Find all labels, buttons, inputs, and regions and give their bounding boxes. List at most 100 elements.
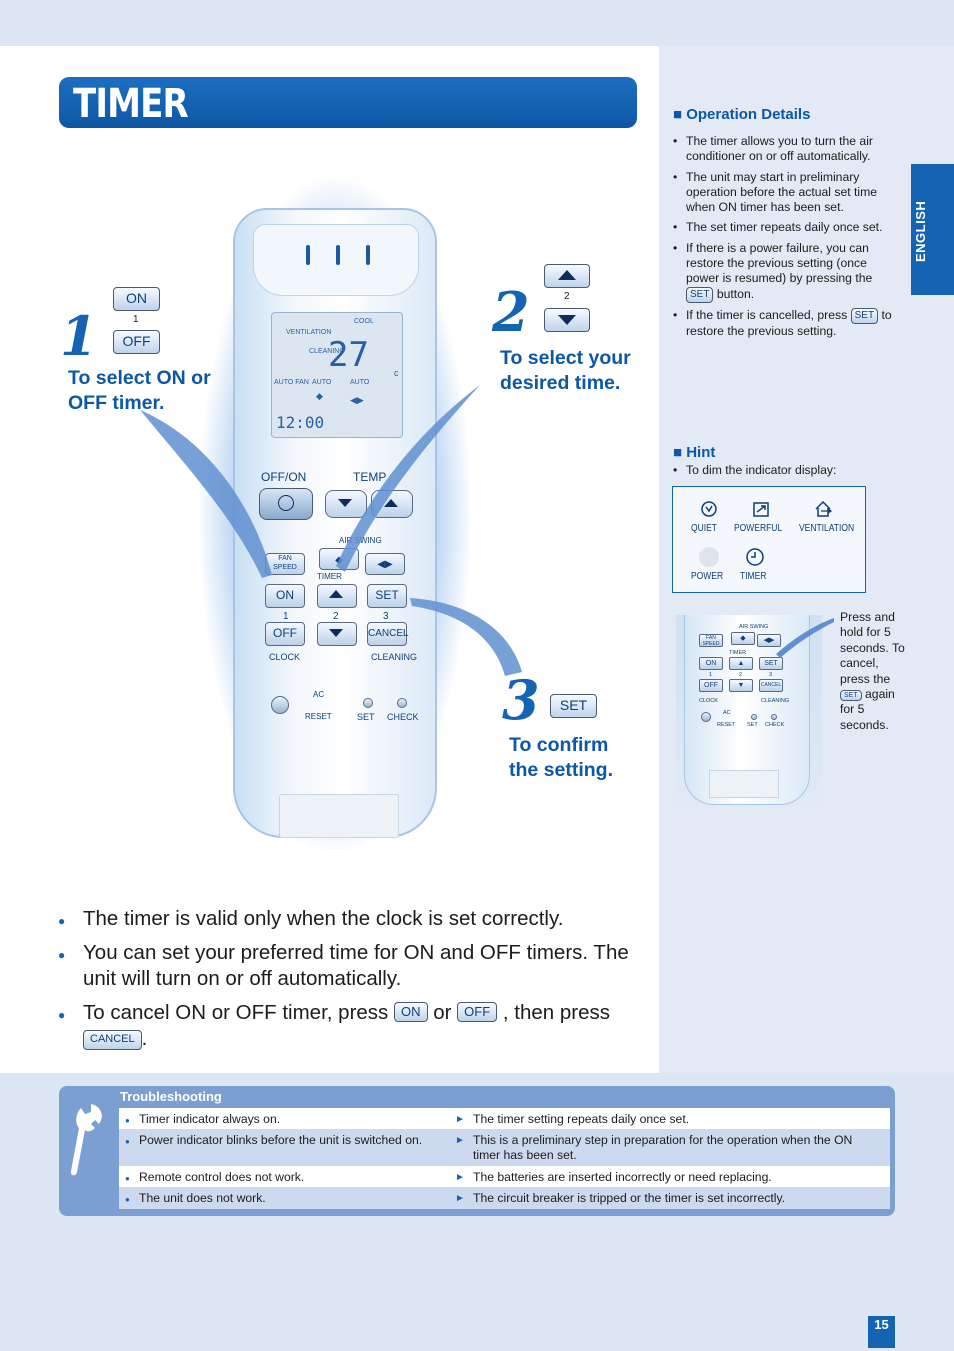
- lcd-display: COOL VENTILATION CLEANING 27 c AUTO FAN …: [271, 312, 403, 438]
- remote-label-off-on: OFF/ON: [261, 470, 307, 484]
- mini-check-button: [771, 714, 777, 720]
- step-1-number: 1: [60, 304, 98, 368]
- language-tab: ENGLISH: [911, 164, 954, 295]
- remote-label-reset: RESET: [305, 712, 332, 721]
- fan-speed-button[interactable]: FAN SPEED: [265, 553, 305, 575]
- hint-indicator-panel: QUIET POWERFUL VENTILATION POWER TIMER: [672, 486, 866, 593]
- quiet-icon: [701, 501, 717, 517]
- mini-remote-illustration: AIR SWING ◆ ◀▶ FAN SPEED TIMER ON ▲ SET …: [676, 615, 822, 820]
- remote-label-cleaning: CLEANING: [371, 652, 418, 662]
- step-1-on-key: ON: [113, 287, 160, 311]
- lcd-cool: COOL: [354, 318, 374, 325]
- step-3-set-key: SET: [550, 694, 597, 718]
- mini-index-2: 2: [739, 672, 743, 678]
- mini-label-timer: TIMER: [729, 650, 747, 656]
- trouble-row: Power indicator blinks before the unit i…: [119, 1129, 890, 1166]
- title-bar: TIMER: [59, 77, 637, 128]
- timer-up-button[interactable]: [317, 584, 357, 608]
- detail-item-2: The unit may start in preliminary operat…: [673, 170, 895, 216]
- lcd-unit: c: [394, 368, 399, 378]
- air-swing-vertical-button[interactable]: ◆: [319, 548, 359, 570]
- step-3-number: 3: [502, 668, 540, 732]
- step-2-down-key: [544, 308, 590, 332]
- operation-details-heading: ■ Operation Details: [673, 106, 811, 123]
- trouble-row: Timer indicator always on. The timer set…: [119, 1108, 890, 1129]
- hint-heading: ■ Hint: [673, 444, 716, 461]
- remote-index-3: 3: [383, 611, 389, 622]
- trouble-row: Remote control does not work. The batter…: [119, 1166, 890, 1187]
- mini-up-button: ▲: [729, 657, 753, 670]
- mini-label-clock: CLOCK: [699, 698, 718, 704]
- mini-battery-cover: [709, 770, 779, 798]
- page-title: TIMER: [73, 81, 189, 127]
- timer-set-button[interactable]: SET: [367, 584, 407, 608]
- remote-label-set: SET: [357, 712, 375, 722]
- remote-label-air-swing: AIR SWING: [339, 536, 382, 545]
- mini-cancel-button: CANCEL: [759, 679, 783, 692]
- timer-label: TIMER: [740, 571, 767, 582]
- power-icon: [278, 495, 294, 511]
- power-button[interactable]: [259, 488, 313, 520]
- timer-cancel-button[interactable]: CANCEL: [367, 622, 409, 646]
- mini-label-check: CHECK: [765, 722, 785, 728]
- remote-label-check: CHECK: [387, 712, 419, 722]
- note-3: To cancel ON or OFF timer, press ON or O…: [58, 1000, 648, 1052]
- inline-cancel-key: CANCEL: [83, 1030, 142, 1050]
- temp-down-button[interactable]: [325, 490, 367, 518]
- lcd-temperature: 27: [328, 335, 369, 375]
- ventilation-label: VENTILATION: [799, 523, 855, 534]
- mini-index-1: 1: [709, 672, 713, 678]
- remote-index-2: 2: [333, 611, 339, 622]
- check-button[interactable]: [397, 698, 407, 708]
- lcd-auto: AUTO: [312, 379, 332, 386]
- ventilation-icon: [815, 500, 833, 517]
- lcd-auto-swing: AUTO: [350, 379, 370, 386]
- page-number: 15: [868, 1316, 895, 1348]
- inline-on-key: ON: [394, 1002, 428, 1022]
- power-indicator-icon: [699, 547, 719, 567]
- mini-label-ac: AC: [723, 710, 731, 716]
- step-3-text: To confirm the setting.: [509, 734, 614, 781]
- trouble-row: The unit does not work. The circuit brea…: [119, 1187, 890, 1209]
- step-2-key-index: 2: [564, 291, 570, 302]
- mini-label-set: SET: [747, 722, 758, 728]
- battery-cover: [279, 794, 399, 838]
- remote-label-ac: AC: [313, 690, 325, 699]
- inline-off-key: OFF: [457, 1002, 498, 1022]
- detail-set-key: SET: [686, 286, 714, 303]
- mini-label-cleaning: CLEANING: [761, 698, 790, 704]
- remote-label-timer: TIMER: [317, 572, 342, 581]
- temp-up-button[interactable]: [371, 490, 413, 518]
- mini-reset-button: [701, 712, 711, 722]
- mini-swing-vertical-button: ◆: [731, 632, 755, 645]
- timer-on-button[interactable]: ON: [265, 584, 305, 608]
- step-1-off-key: OFF: [113, 330, 160, 354]
- lcd-cleaning: CLEANING: [309, 348, 345, 355]
- lcd-clock: 12:00: [276, 413, 325, 432]
- detail-item-3: The set timer repeats daily once set.: [673, 220, 895, 236]
- remote-index-1: 1: [283, 611, 289, 622]
- lcd-fan-arrows-icon: ◆: [316, 391, 323, 401]
- detail-set-key-2: SET: [850, 307, 879, 324]
- detail-item-4: If there is a power failure, you can res…: [673, 241, 895, 303]
- remote-signal-window: [253, 224, 419, 296]
- lcd-swing-arrows-icon: ◀▶: [350, 395, 364, 405]
- troubleshooting-box: Troubleshooting Timer indicator always o…: [59, 1086, 895, 1216]
- mini-set-button: SET: [759, 657, 783, 670]
- operation-details-list: The timer allows you to turn the air con…: [673, 134, 895, 344]
- powerful-icon: [753, 502, 769, 517]
- mini-set-small-button: [751, 714, 757, 720]
- air-swing-horizontal-button[interactable]: ◀▶: [365, 553, 405, 575]
- timer-off-button[interactable]: OFF: [265, 622, 305, 646]
- remote-control-illustration: COOL VENTILATION CLEANING 27 c AUTO FAN …: [233, 208, 437, 838]
- step-2-up-key: [544, 264, 590, 288]
- mini-off-button: OFF: [699, 679, 723, 692]
- timer-icon: [746, 548, 764, 566]
- detail-item-1: The timer allows you to turn the air con…: [673, 134, 895, 165]
- hint-text: •To dim the indicator display:: [673, 463, 837, 477]
- mini-down-button: ▼: [729, 679, 753, 692]
- set-small-button[interactable]: [363, 698, 373, 708]
- ac-reset-button[interactable]: [271, 696, 289, 714]
- lcd-ventilation: VENTILATION: [286, 329, 332, 336]
- timer-down-button[interactable]: [317, 622, 357, 646]
